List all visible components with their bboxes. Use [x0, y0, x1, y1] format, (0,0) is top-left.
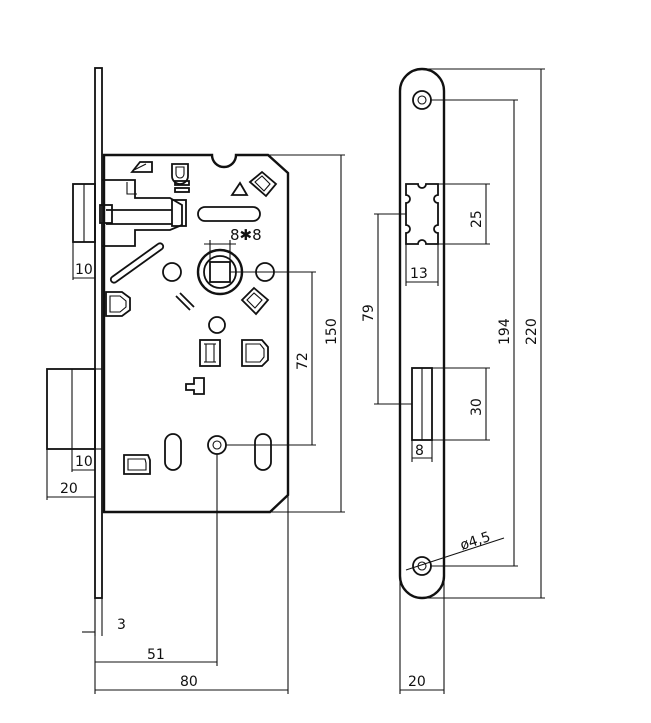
dim-hole-dia: ø4,5 — [458, 529, 492, 554]
faceplate-outline — [398, 67, 446, 600]
dim-10-top: 10 — [75, 262, 93, 278]
dim-3: 3 — [117, 617, 126, 633]
deadbolt-mechanism — [185, 339, 269, 395]
dim-20-right: 20 — [408, 674, 426, 690]
dim-150: 150 — [324, 318, 340, 345]
dimension-lines-left — [46, 154, 345, 694]
deadbolt-icon — [241, 339, 269, 367]
latch-icon — [171, 163, 189, 185]
dim-72: 72 — [295, 352, 311, 370]
dim-20-left: 20 — [60, 481, 78, 497]
screw-hole-icon — [412, 90, 432, 110]
dimension-lines-right — [374, 68, 545, 694]
dim-194: 194 — [497, 318, 513, 345]
latch-opening — [405, 183, 439, 245]
dim-80: 80 — [180, 674, 198, 690]
dim-51: 51 — [147, 647, 165, 663]
dim-25: 25 — [469, 210, 485, 228]
dim-8x8: 8✱8 — [230, 226, 262, 244]
slanted-slot — [109, 242, 165, 284]
dim-13: 13 — [410, 266, 428, 282]
bottom-parts — [123, 433, 272, 475]
lock-case — [102, 153, 290, 514]
dim-30: 30 — [469, 398, 485, 416]
faceplate-front-view — [398, 67, 446, 600]
dim-10-bottom: 10 — [75, 454, 93, 470]
deadbolt-bolt — [46, 368, 102, 450]
dim-220: 220 — [524, 318, 540, 345]
latch-bolt — [72, 179, 187, 247]
dim-79: 79 — [361, 304, 377, 322]
spindle-square-icon — [209, 261, 231, 283]
lock-side-view — [46, 67, 290, 599]
dim-8: 8 — [415, 443, 424, 459]
dimension-labels-right: 25 13 79 194 220 30 8 ø4,5 20 — [361, 210, 540, 690]
top-parts — [130, 161, 278, 222]
dimension-labels-left: 10 10 20 3 51 80 8✱8 72 150 — [60, 226, 340, 690]
mid-parts — [105, 286, 270, 334]
faceplate — [94, 67, 103, 599]
